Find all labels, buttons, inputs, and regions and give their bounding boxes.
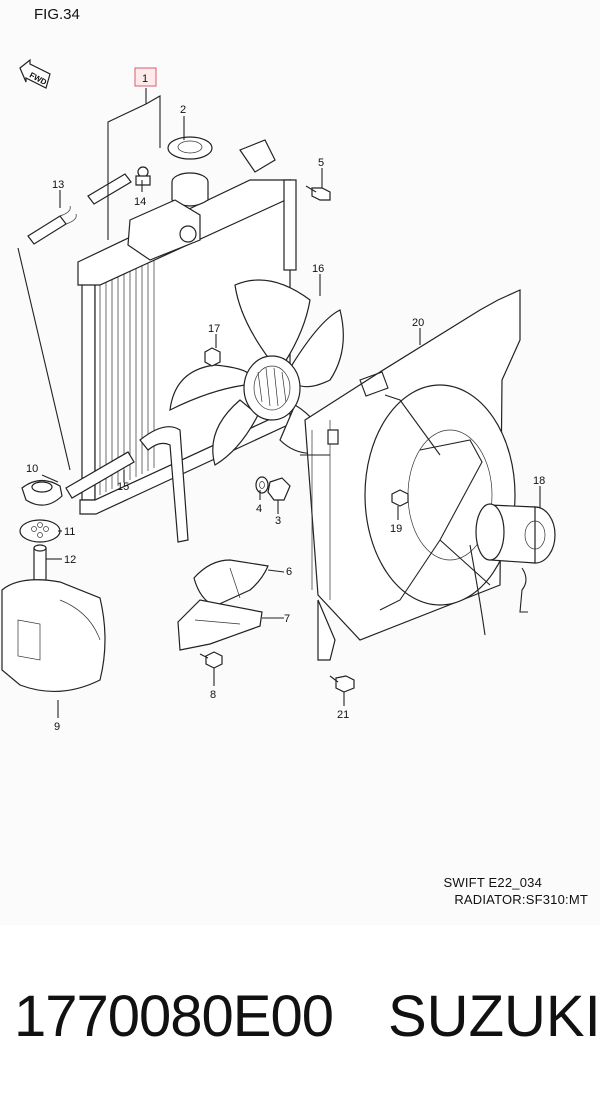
callout-15: 15 [117, 481, 129, 493]
callout-3: 3 [275, 515, 281, 527]
caption-model: SWIFT E22_034 [443, 875, 542, 890]
fwd-arrow-icon: FWD [19, 58, 51, 89]
callout-7: 7 [284, 613, 290, 625]
callout-16: 16 [312, 263, 324, 275]
callout-17: 17 [208, 323, 220, 335]
callout-12: 12 [64, 554, 76, 566]
drain-plug [21, 479, 63, 506]
callout-13: 13 [52, 179, 64, 191]
bolt-21 [329, 675, 355, 693]
callout-labels: 1 2 3 4 5 6 7 8 9 10 11 12 13 14 15 16 1… [26, 73, 545, 733]
part-number: 1770080E00 [14, 984, 334, 1049]
callout-5: 5 [318, 157, 324, 169]
callout-19: 19 [390, 523, 402, 535]
hose-clamp [135, 166, 151, 186]
callout-21: 21 [337, 709, 349, 721]
bracket-6 [193, 559, 269, 607]
bolt-5 [305, 185, 331, 201]
reservoir-tank [1, 579, 106, 692]
figure-title: FIG.34 [34, 6, 80, 23]
bolt-19 [391, 489, 409, 507]
fan-motor [469, 503, 556, 636]
brand-name: SUZUKI [388, 984, 600, 1049]
radiator-filler-neck [127, 172, 209, 261]
reservoir-cap [19, 519, 61, 543]
radiator-cap [167, 136, 213, 160]
upper-hose [27, 173, 132, 245]
exploded-parts-diagram: FWD [1, 58, 556, 733]
bracket-7 [177, 599, 263, 651]
callout-20: 20 [412, 317, 424, 329]
caption-section: RADIATOR:SF310:MT [454, 892, 588, 907]
callout-9: 9 [54, 721, 60, 733]
fan-shroud [300, 289, 521, 661]
diagram-area: FIG.34 FWD [1, 6, 588, 907]
callout-1: 1 [142, 73, 148, 85]
callout-6: 6 [286, 566, 292, 578]
callout-8: 8 [210, 689, 216, 701]
callout-1-box [134, 67, 157, 87]
callout-4: 4 [256, 503, 262, 515]
bolt-8 [199, 651, 223, 669]
callout-18: 18 [533, 475, 545, 487]
clip-3 [267, 477, 291, 501]
washer [255, 476, 269, 494]
callout-11: 11 [64, 526, 75, 538]
leader-lines [17, 88, 541, 718]
callout-14: 14 [134, 196, 146, 208]
lower-hose [65, 426, 189, 543]
fan-nut [204, 347, 221, 367]
callout-10: 10 [26, 463, 38, 475]
callout-2: 2 [180, 104, 186, 116]
